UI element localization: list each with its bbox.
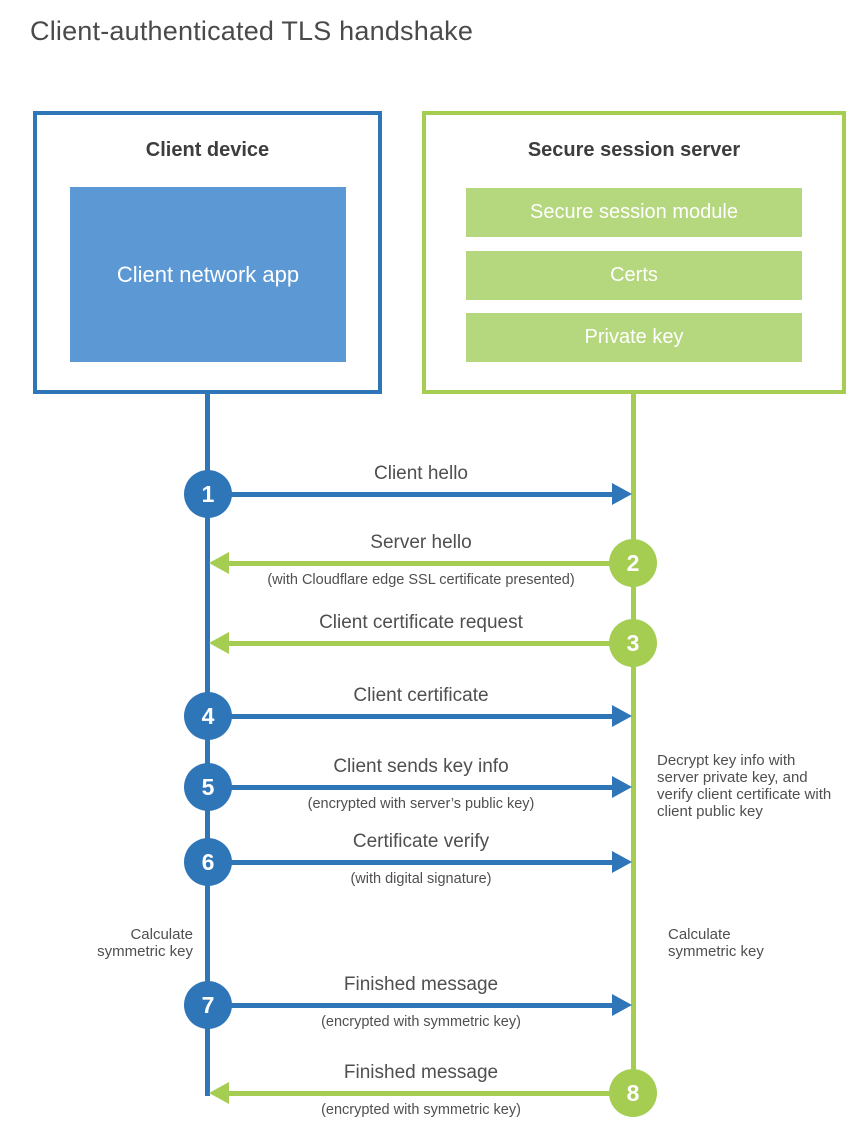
step-number: 3 <box>626 629 640 656</box>
message-label: Server hello <box>370 532 472 553</box>
arrow-right-icon <box>612 994 632 1016</box>
step-circle: 5 <box>184 763 232 811</box>
arrow-line <box>229 1091 611 1096</box>
arrow-line <box>230 492 613 497</box>
client-network-app-box: Client network app <box>70 187 346 362</box>
step-circle: 8 <box>609 1069 657 1117</box>
step-number: 7 <box>201 991 215 1018</box>
step-circle: 3 <box>609 619 657 667</box>
message-subtext: (encrypted with server’s public key) <box>307 796 535 812</box>
arrow-line <box>230 785 613 790</box>
step-number: 4 <box>201 702 215 729</box>
message-label: Certificate verify <box>352 831 490 852</box>
arrow-right-icon <box>612 851 632 873</box>
arrow-left-icon <box>209 1082 229 1104</box>
message-label: Finished message <box>343 1062 499 1083</box>
arrow-line <box>229 561 611 566</box>
arrow-right-icon <box>612 776 632 798</box>
message-subtext: (encrypted with symmetric key) <box>321 1102 521 1118</box>
arrow-left-icon <box>209 632 229 654</box>
step-number: 8 <box>626 1079 640 1106</box>
page-title: Client-authenticated TLS handshake <box>30 16 474 46</box>
client-lifeline <box>205 392 210 1096</box>
message-subtext: (with digital signature) <box>350 871 492 887</box>
step-number: 2 <box>626 549 640 576</box>
server-calculate-symmetric-key-note: Calculate symmetric key <box>668 926 764 960</box>
step-circle: 1 <box>184 470 232 518</box>
server-private-key-bar: Private key <box>466 313 802 362</box>
server-lifeline <box>631 392 636 1093</box>
message-label: Client certificate <box>353 685 489 706</box>
arrow-line <box>229 641 611 646</box>
arrow-line <box>230 860 613 865</box>
arrow-left-icon <box>209 552 229 574</box>
message-label: Client sends key info <box>333 756 509 777</box>
secure-session-server-box: Secure session server Secure session mod… <box>422 111 846 394</box>
arrow-right-icon <box>612 483 632 505</box>
message-label: Client certificate request <box>319 612 523 633</box>
arrow-line <box>230 714 613 719</box>
message-label: Client hello <box>374 463 468 484</box>
step-circle: 4 <box>184 692 232 740</box>
client-device-title: Client device <box>145 139 270 161</box>
secure-session-server-title: Secure session server <box>527 139 741 161</box>
client-calculate-symmetric-key-note: Calculate symmetric key <box>97 926 193 960</box>
step-number: 6 <box>201 848 215 875</box>
server-certs-bar: Certs <box>466 251 802 300</box>
message-label: Finished message <box>343 974 499 995</box>
step-circle: 7 <box>184 981 232 1029</box>
step-circle: 6 <box>184 838 232 886</box>
step-circle: 2 <box>609 539 657 587</box>
client-device-box: Client device Client network app <box>33 111 382 394</box>
arrow-right-icon <box>612 705 632 727</box>
server-module-bar: Secure session module <box>466 188 802 237</box>
step-number: 1 <box>201 480 215 507</box>
client-network-app-label: Client network app <box>116 262 300 287</box>
message-subtext: (with Cloudflare edge SSL certificate pr… <box>267 572 575 588</box>
step-number: 5 <box>201 773 215 800</box>
server-decrypt-note: Decrypt key info with server private key… <box>657 752 832 820</box>
arrow-line <box>230 1003 613 1008</box>
message-subtext: (encrypted with symmetric key) <box>321 1014 521 1030</box>
